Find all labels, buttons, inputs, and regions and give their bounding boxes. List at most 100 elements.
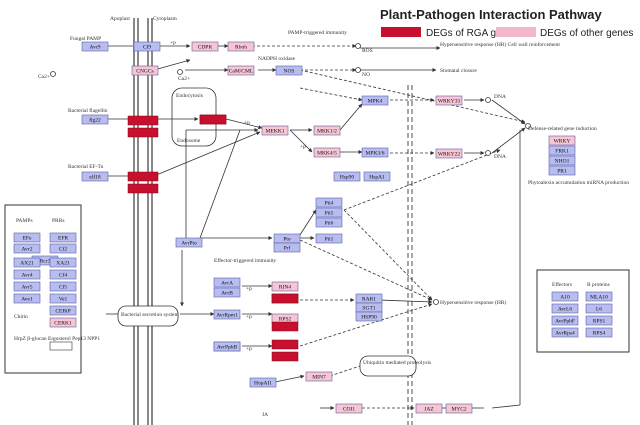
p3-label: +p: [300, 144, 306, 150]
gene-box-label: CNGCs: [136, 69, 153, 75]
gene-box-left-cf5[interactable]: Cf5: [49, 281, 77, 292]
gene-box-label: CEBiP: [55, 309, 70, 315]
gene-box-left-cf4[interactable]: Cf4: [49, 269, 77, 280]
gene-box-rin4[interactable]: RIN4: [271, 281, 299, 292]
gene-box-rect: [315, 207, 343, 218]
gene-box-left-ve1[interactable]: Ve1: [49, 293, 77, 304]
apoplast-label: Apoplast: [110, 16, 130, 22]
rga-receptor-block: [271, 339, 299, 350]
gene-box-mekk1[interactable]: MEKK1: [261, 125, 289, 136]
gene-box-left-ax21[interactable]: AX21: [13, 257, 41, 268]
gene-box-cdpk[interactable]: CDPK: [191, 41, 219, 52]
gene-box-wrky33[interactable]: WRKY33: [435, 95, 463, 106]
ca2-label: Ca2+: [178, 76, 190, 82]
gene-box-label: Hsp90: [340, 175, 355, 181]
gene-box-left-ave1[interactable]: Ave1: [13, 293, 41, 304]
gene-box-avra[interactable]: AvrA: [213, 277, 241, 288]
gene-box-left-efr[interactable]: EFR: [49, 232, 77, 243]
gene-box-avrpto[interactable]: AvrPto: [175, 237, 203, 248]
rproteins-header: R proteins: [587, 282, 610, 288]
gene-box-right-l6[interactable]: L6: [585, 303, 613, 314]
gene-box-hspa1[interactable]: HspA1: [363, 171, 391, 182]
gene-box-rect: [261, 125, 289, 136]
gene-box-left-avr5[interactable]: Avr5: [13, 281, 41, 292]
gene-box-label: HSP90: [361, 315, 377, 321]
gene-box-label: RPS4: [593, 331, 606, 337]
gene-box-avr9[interactable]: Avr9: [81, 41, 109, 52]
gene-box-rect: [227, 65, 255, 76]
gene-box-wrky22[interactable]: WRKY22: [435, 148, 463, 159]
gene-box-right-a10[interactable]: A10: [551, 291, 579, 302]
gene-box-avrpphb[interactable]: AvrPphB: [213, 341, 241, 352]
gene-box-pti6[interactable]: Pti6: [315, 217, 343, 228]
gene-box-mkk45[interactable]: MKK4/5: [313, 147, 341, 158]
gene-box-right-avrpphf[interactable]: AvrPphF: [551, 315, 579, 326]
gene-box-sgt1[interactable]: SGT1: [355, 302, 383, 313]
gene-box-label: Ave1: [21, 297, 33, 303]
gene-box-left-xa21[interactable]: XA21: [49, 257, 77, 268]
gene-box-label: WRKY33: [438, 99, 461, 105]
no-label: NO: [362, 72, 370, 78]
gene-box-hsp90b[interactable]: HSP90: [355, 311, 383, 322]
gene-box-cngcs[interactable]: CNGCs: [131, 65, 159, 76]
gene-box-rboh[interactable]: Rboh: [227, 41, 255, 52]
gene-box-left-cerk1[interactable]: CERK1: [49, 317, 77, 328]
gene-box-nos[interactable]: NOS: [275, 65, 303, 76]
gene-box-coi1[interactable]: COI1: [335, 403, 363, 414]
gene-box-camcml[interactable]: CaM/CML: [227, 65, 255, 76]
gene-box-hopai1[interactable]: HopAI1: [249, 377, 277, 388]
gene-box-left-avr4[interactable]: Avr4: [13, 269, 41, 280]
gene-box-nhol[interactable]: NHO1: [548, 155, 576, 166]
gene-box-right-rps4[interactable]: RPS4: [585, 327, 613, 338]
gene-box-rect: [585, 327, 613, 338]
gene-box-wrky-r[interactable]: WRKY: [548, 135, 576, 146]
gene-box-label: Pti5: [325, 211, 334, 217]
gene-box-mpk36[interactable]: MPK3/6: [361, 147, 389, 158]
gene-box-cf9[interactable]: Cf9: [133, 41, 161, 52]
gene-box-fri1[interactable]: FRK1: [548, 145, 576, 156]
gene-box-elf18[interactable]: elf18: [81, 171, 109, 182]
gene-box-label: AvrL6: [558, 307, 573, 313]
gene-box-left-avr2[interactable]: Avr2: [13, 243, 41, 254]
gene-box-label: Pti1: [325, 237, 334, 243]
gene-box-prf[interactable]: Prf: [273, 242, 301, 253]
gene-box-pr1[interactable]: PR1: [548, 165, 576, 176]
gene-box-right-mla10[interactable]: MLA10: [585, 291, 613, 302]
gene-box-label: Avr2: [22, 247, 33, 253]
gene-box-rect: [213, 277, 241, 288]
gene-box-mkk12[interactable]: MKK1/2: [313, 125, 341, 136]
gene-box-label: XA21: [56, 261, 70, 267]
gene-box-left-cf2[interactable]: Cf2: [49, 243, 77, 254]
gene-box-right-rps1[interactable]: RPS1: [585, 315, 613, 326]
gene-box-rect: [585, 291, 613, 302]
gene-box-right-avrl6[interactable]: AvrL6: [551, 303, 579, 314]
gene-box-rect: [81, 114, 109, 125]
gene-box-label: CaM/CML: [229, 69, 254, 75]
gene-box-hsp90[interactable]: Hsp90: [333, 171, 361, 182]
gene-box-rect: [435, 95, 463, 106]
gene-box-rect: [313, 147, 341, 158]
gene-box-rect: [551, 291, 579, 302]
gene-box-label: L6: [596, 307, 602, 313]
gene-box-myc2[interactable]: MYC2: [445, 403, 473, 414]
gene-box-label: MKK4/5: [317, 151, 337, 157]
gene-box-rps2[interactable]: RPS2: [271, 313, 299, 324]
gene-box-right-avrrps4[interactable]: AvrRps4: [551, 327, 579, 338]
gene-box-jaz[interactable]: JAZ: [415, 403, 443, 414]
gene-box-pti5[interactable]: Pti5: [315, 207, 343, 218]
gene-box-left-efe[interactable]: EFe: [13, 232, 41, 243]
gene-box-pti1[interactable]: Pti1: [315, 233, 343, 244]
gene-box-avrb[interactable]: AvrB: [213, 287, 241, 298]
gene-box-pto[interactable]: Pto: [273, 233, 301, 244]
gene-box-rar1[interactable]: RAR1: [355, 293, 383, 304]
gene-box-left-cebip[interactable]: CEBiP: [49, 305, 77, 316]
gene-box-flg22[interactable]: flg22: [81, 114, 109, 125]
gene-box-label: AvrRps4: [555, 331, 575, 337]
gene-box-label: RAR1: [362, 297, 376, 303]
gene-box-mimi[interactable]: MIN7: [305, 371, 333, 382]
gene-box-mpk4[interactable]: MPK4: [361, 95, 389, 106]
gene-box-label: Cf2: [59, 246, 68, 253]
gene-box-label: Avr9: [90, 45, 101, 51]
gene-box-avrrpm1[interactable]: AvrRpm1: [213, 309, 241, 320]
gene-box-pti4[interactable]: Pti4: [315, 197, 343, 208]
